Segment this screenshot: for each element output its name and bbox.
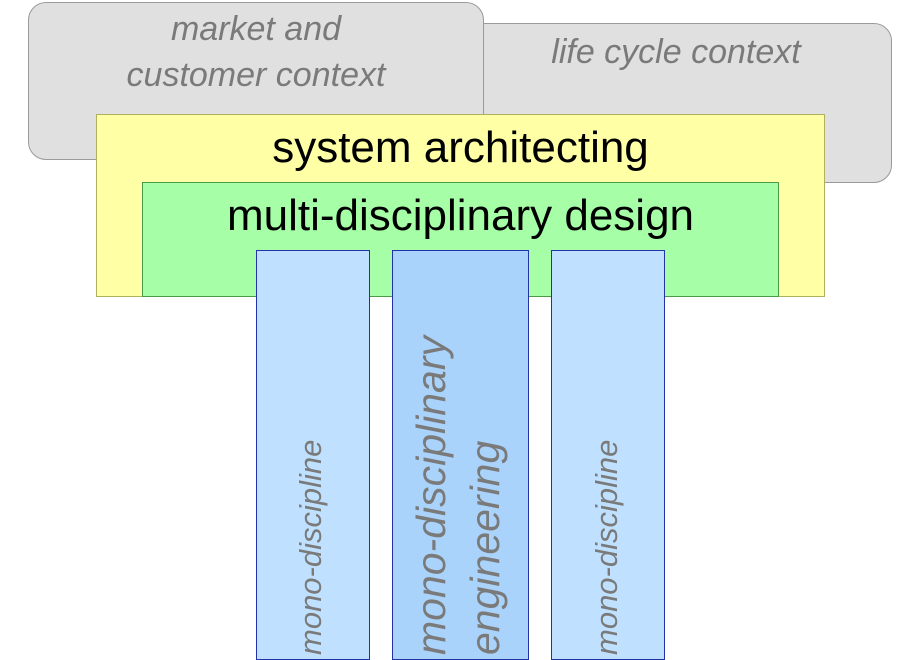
market-context-line-2: customer context	[126, 56, 386, 94]
mono-disciplinary-engineering-box	[392, 250, 529, 660]
multi-disciplinary-design-label: multi-disciplinary design	[226, 191, 695, 240]
mono-discipline-left-label: mono-discipline	[293, 439, 328, 655]
system-architecting-label: system architecting	[272, 123, 649, 172]
mono-engineering-line-2: engineering	[462, 440, 508, 655]
life-cycle-context-label: life cycle context	[551, 33, 801, 71]
market-context-line-1: market and	[170, 10, 342, 48]
mono-disciplinary-engineering-label: mono-disciplinary engineering	[404, 280, 512, 655]
mono-discipline-left-box	[256, 250, 370, 660]
mono-discipline-right-box	[551, 250, 665, 660]
market-customer-context-label: market and customer context	[28, 6, 484, 98]
mono-discipline-right-label: mono-discipline	[589, 439, 624, 655]
mono-engineering-line-1: mono-disciplinary	[408, 335, 454, 655]
